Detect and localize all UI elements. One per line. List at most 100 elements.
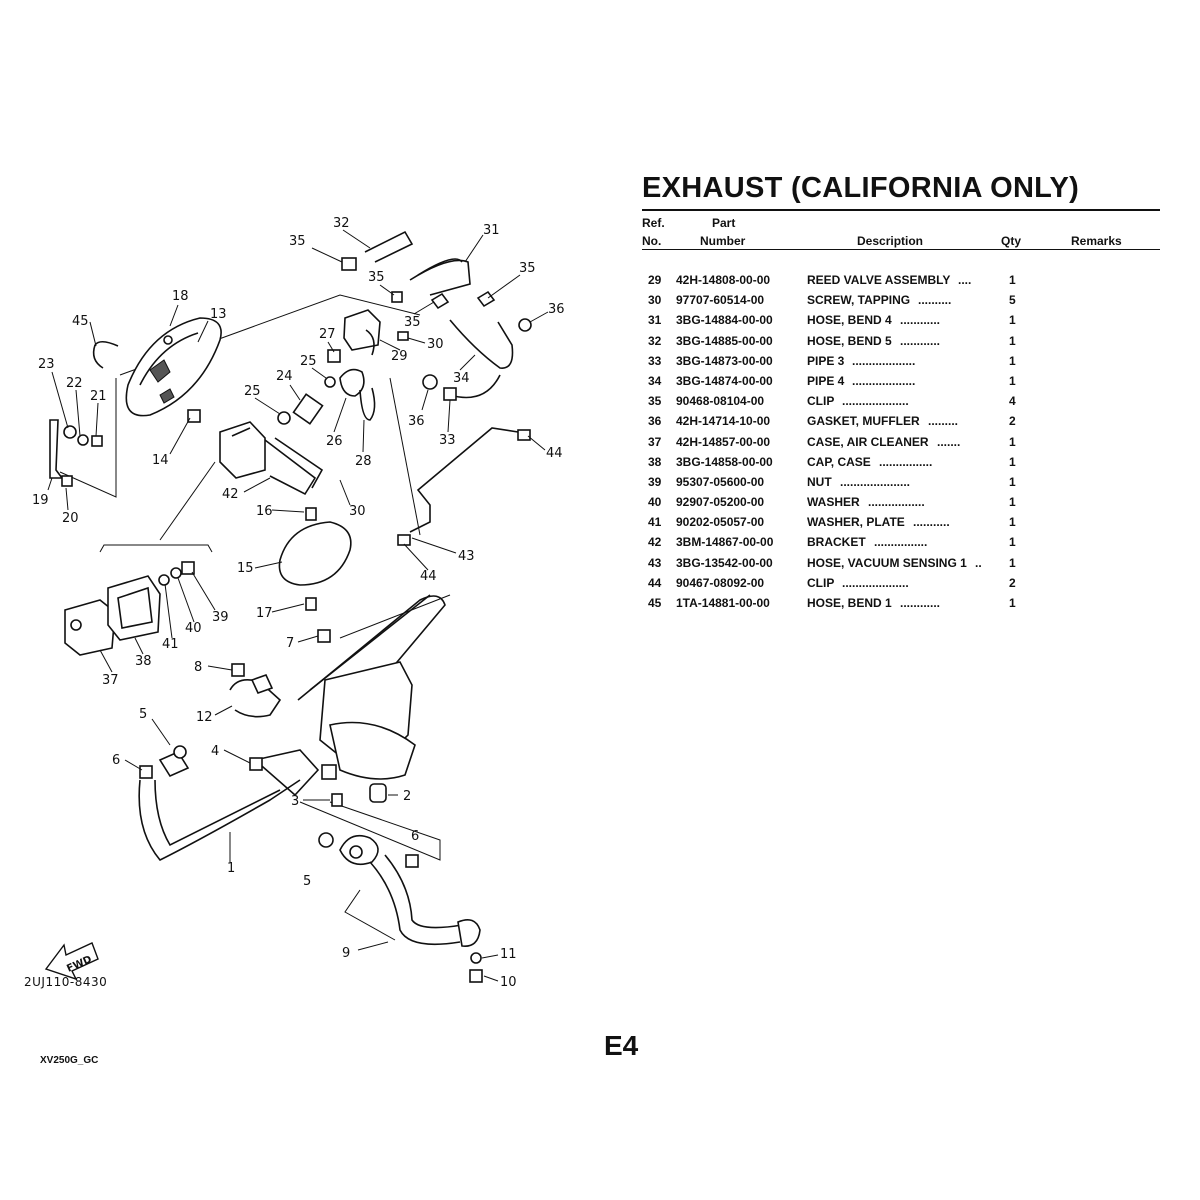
part-ref: 34 (648, 373, 662, 388)
part-description: CAP, CASE (807, 454, 871, 469)
part-number: 3BM-14867-00-00 (676, 535, 774, 550)
leader-dots: ............ (900, 596, 941, 610)
part-qty: 1 (1009, 474, 1016, 489)
leader-dots: ........... (913, 515, 950, 530)
part-description: PIPE 4 (807, 373, 845, 388)
callout: 31 (483, 223, 500, 238)
callout: 43 (458, 549, 475, 564)
exploded-parts-diagram: 1 2 3 4 5 5 6 6 7 8 9 10 11 12 13 14 15 … (32, 216, 565, 990)
leader-dots: ..................... (840, 474, 911, 489)
callout: 44 (546, 446, 563, 461)
part-ref: 33 (648, 353, 662, 368)
callout: 25 (300, 354, 317, 369)
leader-dots: ......... (928, 414, 959, 429)
model-code: XV250G_GC (40, 1055, 99, 1066)
part-qty: 1 (1009, 313, 1016, 328)
callout: 35 (404, 315, 421, 330)
vacuum-small-parts (277, 349, 376, 425)
part-description: GASKET, MUFFLER (807, 414, 920, 429)
part-description: HOSE, BEND 5 (807, 333, 892, 348)
reed-valve-assembly-29 (343, 309, 409, 356)
forward-direction-indicator: FWD 2UJ110-8430 (24, 935, 152, 1000)
part-number: 90467-08092-00 (676, 575, 765, 590)
callout: 45 (72, 314, 89, 329)
col-header-remarks: Remarks (1071, 234, 1122, 248)
guide-lines (59, 294, 451, 941)
leader-dots: .................... (842, 575, 909, 590)
callout: 18 (172, 289, 189, 304)
callout: 2 (403, 789, 411, 804)
part-description: BRACKET (807, 535, 866, 550)
callout: 7 (286, 636, 294, 651)
part-number: 42H-14808-00-00 (676, 273, 771, 287)
part-qty: 2 (1009, 575, 1016, 590)
callout: 25 (244, 384, 261, 399)
part-ref: 36 (648, 414, 662, 429)
part-description: HOSE, VACUUM SENSING 1 (807, 555, 967, 570)
part-qty: 1 (1009, 333, 1016, 348)
leader-dots: ................... (852, 373, 916, 388)
callout: 10 (500, 975, 517, 990)
part-qty: 1 (1009, 454, 1016, 469)
part-number: 3BG-13542-00-00 (676, 555, 773, 570)
callout: 8 (194, 660, 202, 675)
leader-dots: ................. (868, 495, 925, 510)
part-ref: 32 (648, 333, 662, 348)
callout: 22 (66, 376, 83, 391)
front-exhaust-pipe-9 (318, 832, 483, 983)
hose-bend-1-45 (92, 340, 119, 369)
callout: 21 (90, 389, 107, 404)
part-ref: 41 (648, 515, 662, 530)
callout: 26 (326, 434, 343, 449)
part-qty: 1 (1009, 434, 1016, 449)
part-number: 90202-05057-00 (676, 515, 765, 530)
table-row: 43 3BG-13542-00-00 HOSE, VACUUM SENSING 1 1… (642, 553, 1162, 573)
part-ref: 43 (648, 555, 662, 570)
callout: 36 (548, 302, 565, 317)
page-label: E4 (604, 1030, 639, 1061)
callout: 39 (212, 610, 229, 625)
part-number: 97707-60514-00 (676, 293, 765, 308)
col-header-qty: Qty (1001, 234, 1022, 248)
leader-dots: ................... (852, 353, 916, 368)
part-number: 92907-05200-00 (676, 495, 765, 510)
callout: 32 (333, 216, 350, 231)
hoses-31-32 (341, 230, 496, 310)
col-header-ref: Ref. (642, 216, 665, 230)
callout: 24 (276, 369, 293, 384)
part-qty: 1 (1009, 495, 1016, 510)
callout: 14 (152, 453, 169, 468)
air-cleaner-case-13 (125, 317, 222, 417)
part-qty: 1 (1009, 273, 1016, 287)
col-header-number: Number (700, 234, 746, 248)
part-qty: 1 (1009, 515, 1016, 530)
leader-dots: ................ (874, 535, 928, 550)
part-ref: 39 (648, 474, 662, 489)
callout: 15 (237, 561, 254, 576)
leader-dots: .................... (842, 394, 909, 409)
callout: 4 (211, 744, 219, 759)
callout: 1 (227, 861, 235, 876)
callout: 29 (391, 349, 408, 364)
part-qty: 1 (1009, 555, 1016, 570)
part-description: WASHER (807, 495, 860, 510)
exhaust-pipes-and-muffler (138, 594, 446, 861)
leader-dots: .......... (918, 293, 952, 308)
leader-dots: ................ (879, 454, 933, 469)
callout: 35 (368, 270, 385, 285)
callout-leader-lines (47, 229, 549, 982)
fwd-arrow-icon: FWD (44, 942, 99, 981)
part-number: 1TA-14881-00-00 (676, 596, 770, 610)
callout: 38 (135, 654, 152, 669)
callout: 27 (319, 327, 336, 342)
